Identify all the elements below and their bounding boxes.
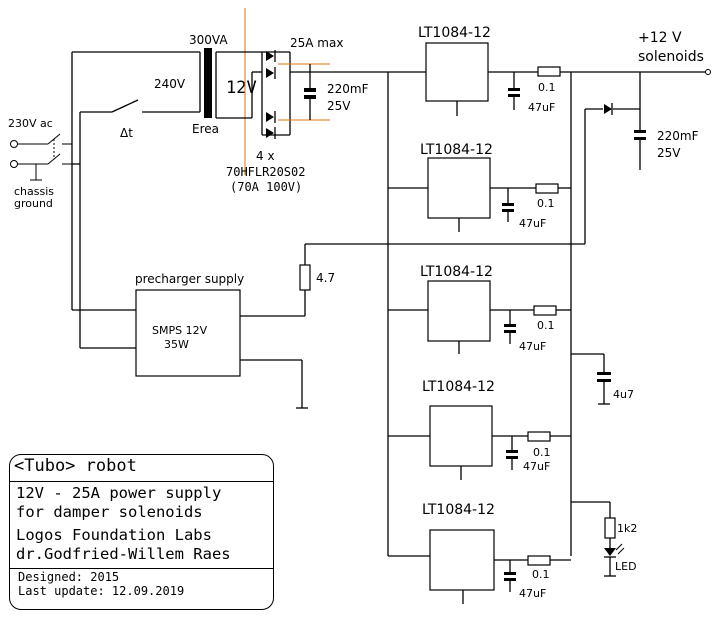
rectifier-current: 25A max — [290, 36, 343, 50]
regulator-1-name: LT1084-12 — [418, 25, 491, 41]
title-line-3: Logos Foundation Labs — [16, 526, 212, 544]
regulator-2-cap: 47uF — [519, 217, 546, 230]
regulator-5-r: 0.1 — [532, 568, 550, 581]
main-cap-voltage: 25V — [327, 99, 351, 113]
output-rail: +12 V solenoids 220mF 25V — [550, 30, 711, 561]
regulator-3: LT1084-12 47uF 0.1 — [388, 264, 557, 354]
regulator-1: LT1084-12 47uF 0.1 — [388, 25, 561, 116]
regulator-4-r: 0.1 — [533, 446, 551, 459]
title-line-4: dr.Godfried-Willem Raes — [16, 545, 231, 563]
regulator-3-name: LT1084-12 — [420, 264, 493, 280]
ground-label-1: chassis — [14, 185, 54, 198]
main-capacitor: 220mF 25V — [304, 64, 369, 120]
output-label: solenoids — [638, 49, 704, 65]
regulator-4-resistor — [527, 431, 551, 442]
regulator-2-box — [427, 157, 491, 219]
rectifier-spec: (70A 100V) — [230, 180, 302, 194]
regulator-4-cap: 47uF — [523, 460, 550, 473]
title-line-2: for damper solenoids — [16, 503, 203, 521]
title-line-1: 12V - 25A power supply — [16, 484, 222, 502]
regulator-2-name: LT1084-12 — [420, 142, 493, 158]
regulator-2-r: 0.1 — [537, 197, 555, 210]
main-cap-value: 220mF — [327, 82, 369, 96]
regulator-5-resistor — [527, 555, 551, 566]
led-indicator: 1k2 LED — [571, 501, 637, 577]
precharge-diode — [604, 104, 612, 114]
diode-1 — [266, 51, 274, 61]
led-resistor-value: 1k2 — [617, 522, 637, 535]
diode-4 — [266, 128, 274, 138]
regulator-2-resistor — [535, 183, 559, 194]
output-cap-voltage: 25V — [657, 146, 681, 160]
title-designed: Designed: 2015 — [18, 570, 120, 584]
smps-label-2: 35W — [164, 338, 189, 351]
regulator-3-box — [427, 280, 491, 342]
regulator-5-cap: 47uF — [519, 587, 546, 600]
regulator-1-r: 0.1 — [538, 81, 556, 94]
regulator-5: LT1084-12 47uF 0.1 — [388, 502, 551, 604]
cap-4u7: 4u7 — [571, 353, 634, 405]
led-resistor — [604, 517, 616, 539]
regulator-1-cap: 47uF — [528, 101, 555, 114]
thermal-label: Δt — [120, 126, 133, 140]
rectifier-bridge: 25A max 4 x 70HFLR20S02 (70A 100V) — [226, 36, 388, 194]
output-voltage: +12 V — [638, 30, 682, 46]
mains-input: 230V ac chassis ground — [8, 51, 200, 349]
output-terminal — [705, 69, 711, 75]
regulator-4: LT1084-12 47uF 0.1 — [388, 379, 551, 480]
smps: precharger supply SMPS 12V 35W — [135, 272, 308, 409]
thermal-switch: Δt — [111, 99, 200, 140]
transformer-brand: Erea — [192, 122, 219, 136]
precharger-label: precharger supply — [135, 272, 244, 286]
precharge-path: 4.7 — [240, 103, 640, 317]
title-updated: Last update: 12.09.2019 — [18, 584, 185, 598]
smps-box — [135, 289, 241, 377]
ground-label-2: ground — [14, 197, 53, 210]
regulator-4-name: LT1084-12 — [422, 379, 495, 395]
led-symbol — [604, 548, 616, 556]
regulator-2: LT1084-12 47uF 0.1 — [388, 142, 559, 232]
precharge-resistor — [299, 264, 311, 291]
transformer-secondary: 12V — [226, 78, 257, 98]
output-cap-value: 220mF — [657, 129, 699, 143]
diode-2 — [266, 68, 274, 78]
rectifier-part: 70HFLR20S02 — [226, 165, 305, 179]
rectifier-count: 4 x — [256, 149, 275, 163]
transformer: 300VA 240V 12V Erea — [154, 8, 262, 175]
regulator-5-name: LT1084-12 — [422, 502, 495, 518]
title-robot: <Tubo> robot — [14, 456, 137, 476]
terminal-2 — [10, 160, 18, 168]
regulator-3-cap: 47uF — [519, 340, 546, 353]
transformer-core — [204, 48, 212, 118]
cap-4u7-label: 4u7 — [613, 388, 634, 401]
diode-3 — [266, 112, 274, 122]
precharge-resistor-value: 4.7 — [316, 271, 335, 285]
transformer-rating: 300VA — [189, 33, 228, 47]
regulator-3-r: 0.1 — [537, 319, 555, 332]
regulator-4-box — [429, 405, 493, 467]
mains-label: 230V ac — [8, 117, 53, 130]
transformer-primary: 240V — [154, 77, 186, 91]
title-block: <Tubo> robot 12V - 25A power supply for … — [9, 454, 274, 610]
regulator-1-resistor — [537, 66, 561, 77]
regulator-1-box — [425, 42, 489, 102]
led-label: LED — [615, 560, 637, 573]
terminal-1 — [10, 140, 18, 148]
regulator-3-resistor — [533, 305, 557, 316]
smps-label-1: SMPS 12V — [152, 324, 208, 337]
regulator-5-box — [429, 529, 495, 591]
